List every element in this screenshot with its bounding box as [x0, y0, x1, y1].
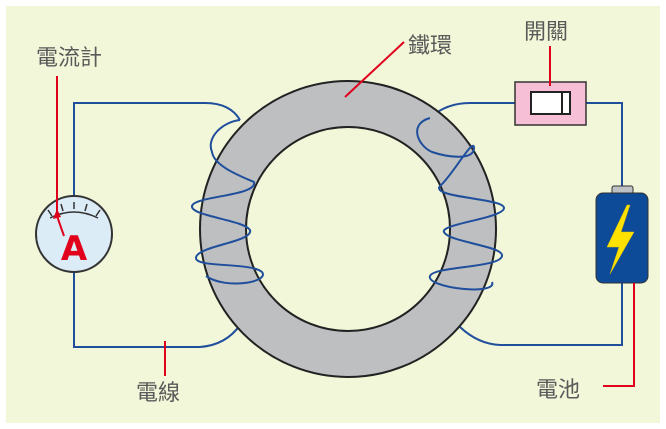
lightning-bolt-icon	[606, 204, 635, 275]
ammeter-ticks	[47, 202, 101, 217]
label-wire: 電線	[136, 381, 180, 406]
iron-ring	[198, 80, 498, 378]
ammeter-needle-head	[53, 209, 61, 219]
leader-lines	[56, 41, 635, 387]
leader-iron-ring	[344, 41, 405, 98]
switch-toggle[interactable]	[530, 91, 571, 115]
label-battery: 電池	[536, 378, 580, 403]
ammeter-glyph: A	[61, 229, 88, 269]
wire-bottom-right	[459, 283, 623, 346]
wire-top-left	[73, 102, 241, 215]
leader-battery	[603, 283, 635, 387]
label-switch: 開關	[524, 20, 568, 45]
wire-switch-right	[586, 102, 623, 189]
arrow-icon	[56, 215, 65, 237]
label-ammeter: 電流計	[36, 46, 102, 71]
label-iron-ring: 鐵環	[408, 34, 452, 59]
ammeter-scale-arc	[49, 211, 99, 219]
right-coil	[416, 117, 506, 291]
left-coil	[191, 119, 264, 285]
wire-bottom-left	[73, 255, 241, 348]
coils	[191, 117, 506, 291]
